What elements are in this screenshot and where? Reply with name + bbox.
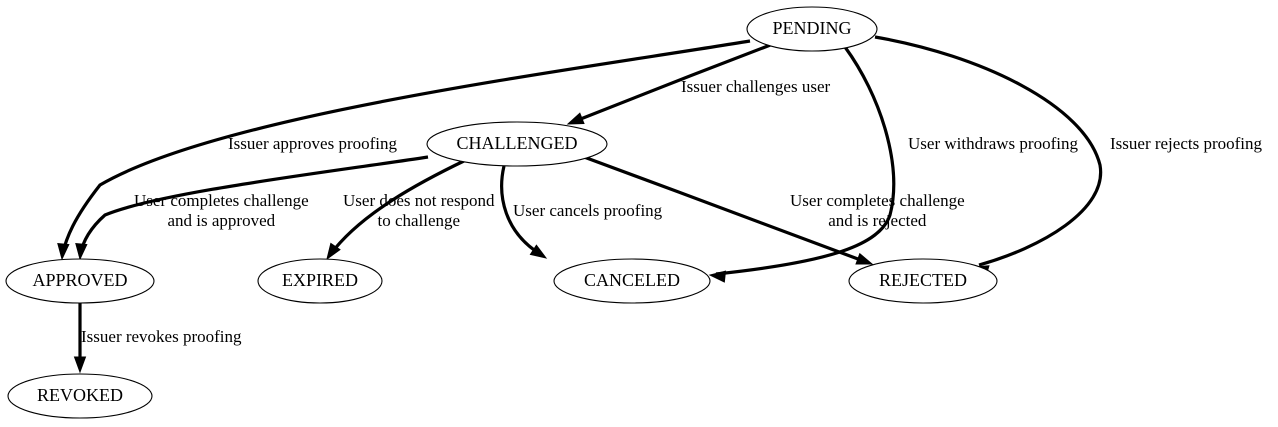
edge-label-challenged-approved-line2: and is approved [168, 211, 276, 230]
arrowhead-pending-challenged [566, 112, 585, 125]
node-pending[interactable]: PENDING [746, 6, 878, 52]
edge-path-challenged-expired [328, 158, 467, 256]
node-label-rejected: REJECTED [879, 270, 967, 290]
node-challenged[interactable]: CHALLENGED [426, 121, 608, 167]
node-approved[interactable]: APPROVED [5, 258, 155, 304]
node-label-challenged: CHALLENGED [457, 133, 578, 153]
edge-challenged-rejected [583, 155, 874, 265]
edge-path-pending-challenged [572, 42, 774, 124]
node-label-pending: PENDING [773, 18, 852, 38]
node-canceled[interactable]: CANCELED [553, 258, 711, 304]
edge-label-challenged-expired-line2: to challenge [377, 211, 460, 230]
edge-label-pending-rejected: Issuer rejects proofing [1110, 134, 1263, 153]
arrowhead-challenged-approved [75, 243, 88, 261]
arrowhead-challenged-expired [326, 242, 341, 261]
edge-path-challenged-rejected [583, 155, 867, 264]
node-ellipse-pending[interactable] [746, 6, 878, 52]
node-ellipse-approved[interactable] [5, 258, 155, 304]
node-ellipse-canceled[interactable] [553, 258, 711, 304]
edge-path-challenged-approved [78, 155, 429, 257]
arrowhead-pending-canceled [708, 270, 727, 283]
node-label-revoked: REVOKED [37, 385, 123, 405]
nodes-layer: PENDING CHALLENGED APPROVED EXPIRED CANCELED… [5, 6, 998, 419]
arrowhead-challenged-rejected [855, 252, 874, 265]
edge-label-challenged-approved-line1: User completes challenge [134, 191, 309, 210]
node-expired[interactable]: EXPIRED [257, 258, 383, 304]
node-ellipse-challenged[interactable] [426, 121, 608, 167]
edge-pending-challenged [566, 42, 774, 125]
edge-pending-rejected [874, 35, 1103, 278]
node-label-approved: APPROVED [32, 270, 127, 290]
node-ellipse-revoked[interactable] [7, 373, 153, 419]
edge-pending-canceled [708, 46, 896, 283]
edge-path-pending-canceled [715, 46, 896, 276]
edge-label-pending-challenged: Issuer challenges user [681, 77, 831, 96]
node-rejected[interactable]: REJECTED [848, 258, 998, 304]
edge-label-pending-canceled: User withdraws proofing [908, 134, 1078, 153]
edge-challenged-canceled [500, 165, 548, 259]
edge-label-challenged-canceled: User cancels proofing [513, 201, 663, 220]
arrowhead-challenged-canceled [529, 244, 548, 259]
node-label-expired: EXPIRED [282, 270, 358, 290]
edge-label-pending-approved: Issuer approves proofing [228, 134, 398, 153]
edge-labels-layer: Issuer approves proofing Issuer challenge… [81, 77, 1263, 346]
arrowhead-approved-revoked [73, 356, 87, 374]
node-label-canceled: CANCELED [584, 270, 680, 290]
edge-approved-revoked [73, 303, 87, 374]
edge-challenged-approved [75, 155, 429, 261]
edge-challenged-expired [326, 158, 467, 261]
edge-path-pending-rejected [874, 35, 1103, 267]
arrowhead-pending-approved [57, 243, 70, 261]
edge-label-challenged-rejected-line1: User completes challenge [790, 191, 965, 210]
edge-label-approved-revoked: Issuer revokes proofing [81, 327, 242, 346]
edge-path-challenged-canceled [500, 165, 541, 256]
node-ellipse-rejected[interactable] [848, 258, 998, 304]
edge-pending-approved [57, 39, 751, 261]
edge-label-challenged-expired-line1: User does not respond [343, 191, 495, 210]
edge-path-pending-approved [60, 39, 751, 257]
node-revoked[interactable]: REVOKED [7, 373, 153, 419]
edge-label-challenged-rejected-line2: and is rejected [828, 211, 927, 230]
node-ellipse-expired[interactable] [257, 258, 383, 304]
